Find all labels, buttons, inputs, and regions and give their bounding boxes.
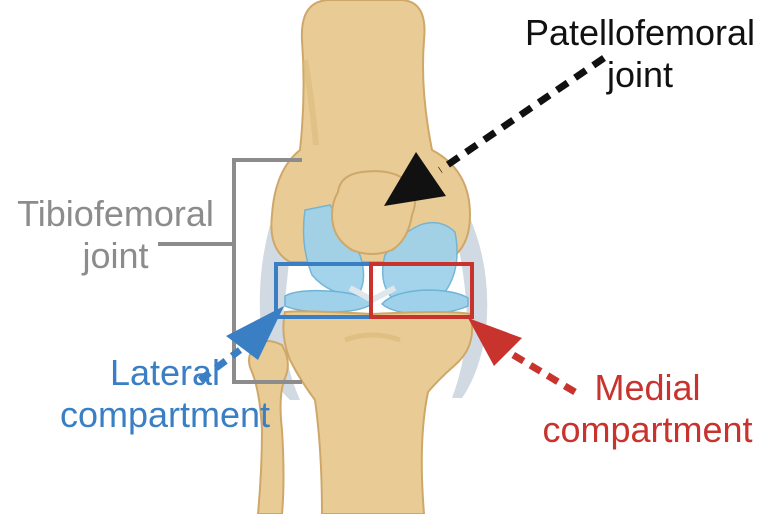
medial-label-line1: Medial xyxy=(530,367,765,409)
menisci xyxy=(285,288,468,314)
tibiofemoral-joint-label: Tibiofemoral joint xyxy=(8,193,223,277)
lateral-label-line1: Lateral xyxy=(50,352,280,394)
tibiofemoral-label-line1: Tibiofemoral xyxy=(8,193,223,235)
lateral-label-line2: compartment xyxy=(50,394,280,436)
tibiofemoral-label-line2: joint xyxy=(8,235,223,277)
lateral-compartment-label: Lateral compartment xyxy=(50,352,280,436)
patellofemoral-joint-label: Patellofemoral joint xyxy=(520,12,760,96)
patellofemoral-label-line2: joint xyxy=(520,54,760,96)
tibia-bone xyxy=(283,311,472,514)
patellofemoral-label-line1: Patellofemoral xyxy=(520,12,760,54)
medial-label-line2: compartment xyxy=(530,409,765,451)
medial-compartment-label: Medial compartment xyxy=(530,367,765,451)
